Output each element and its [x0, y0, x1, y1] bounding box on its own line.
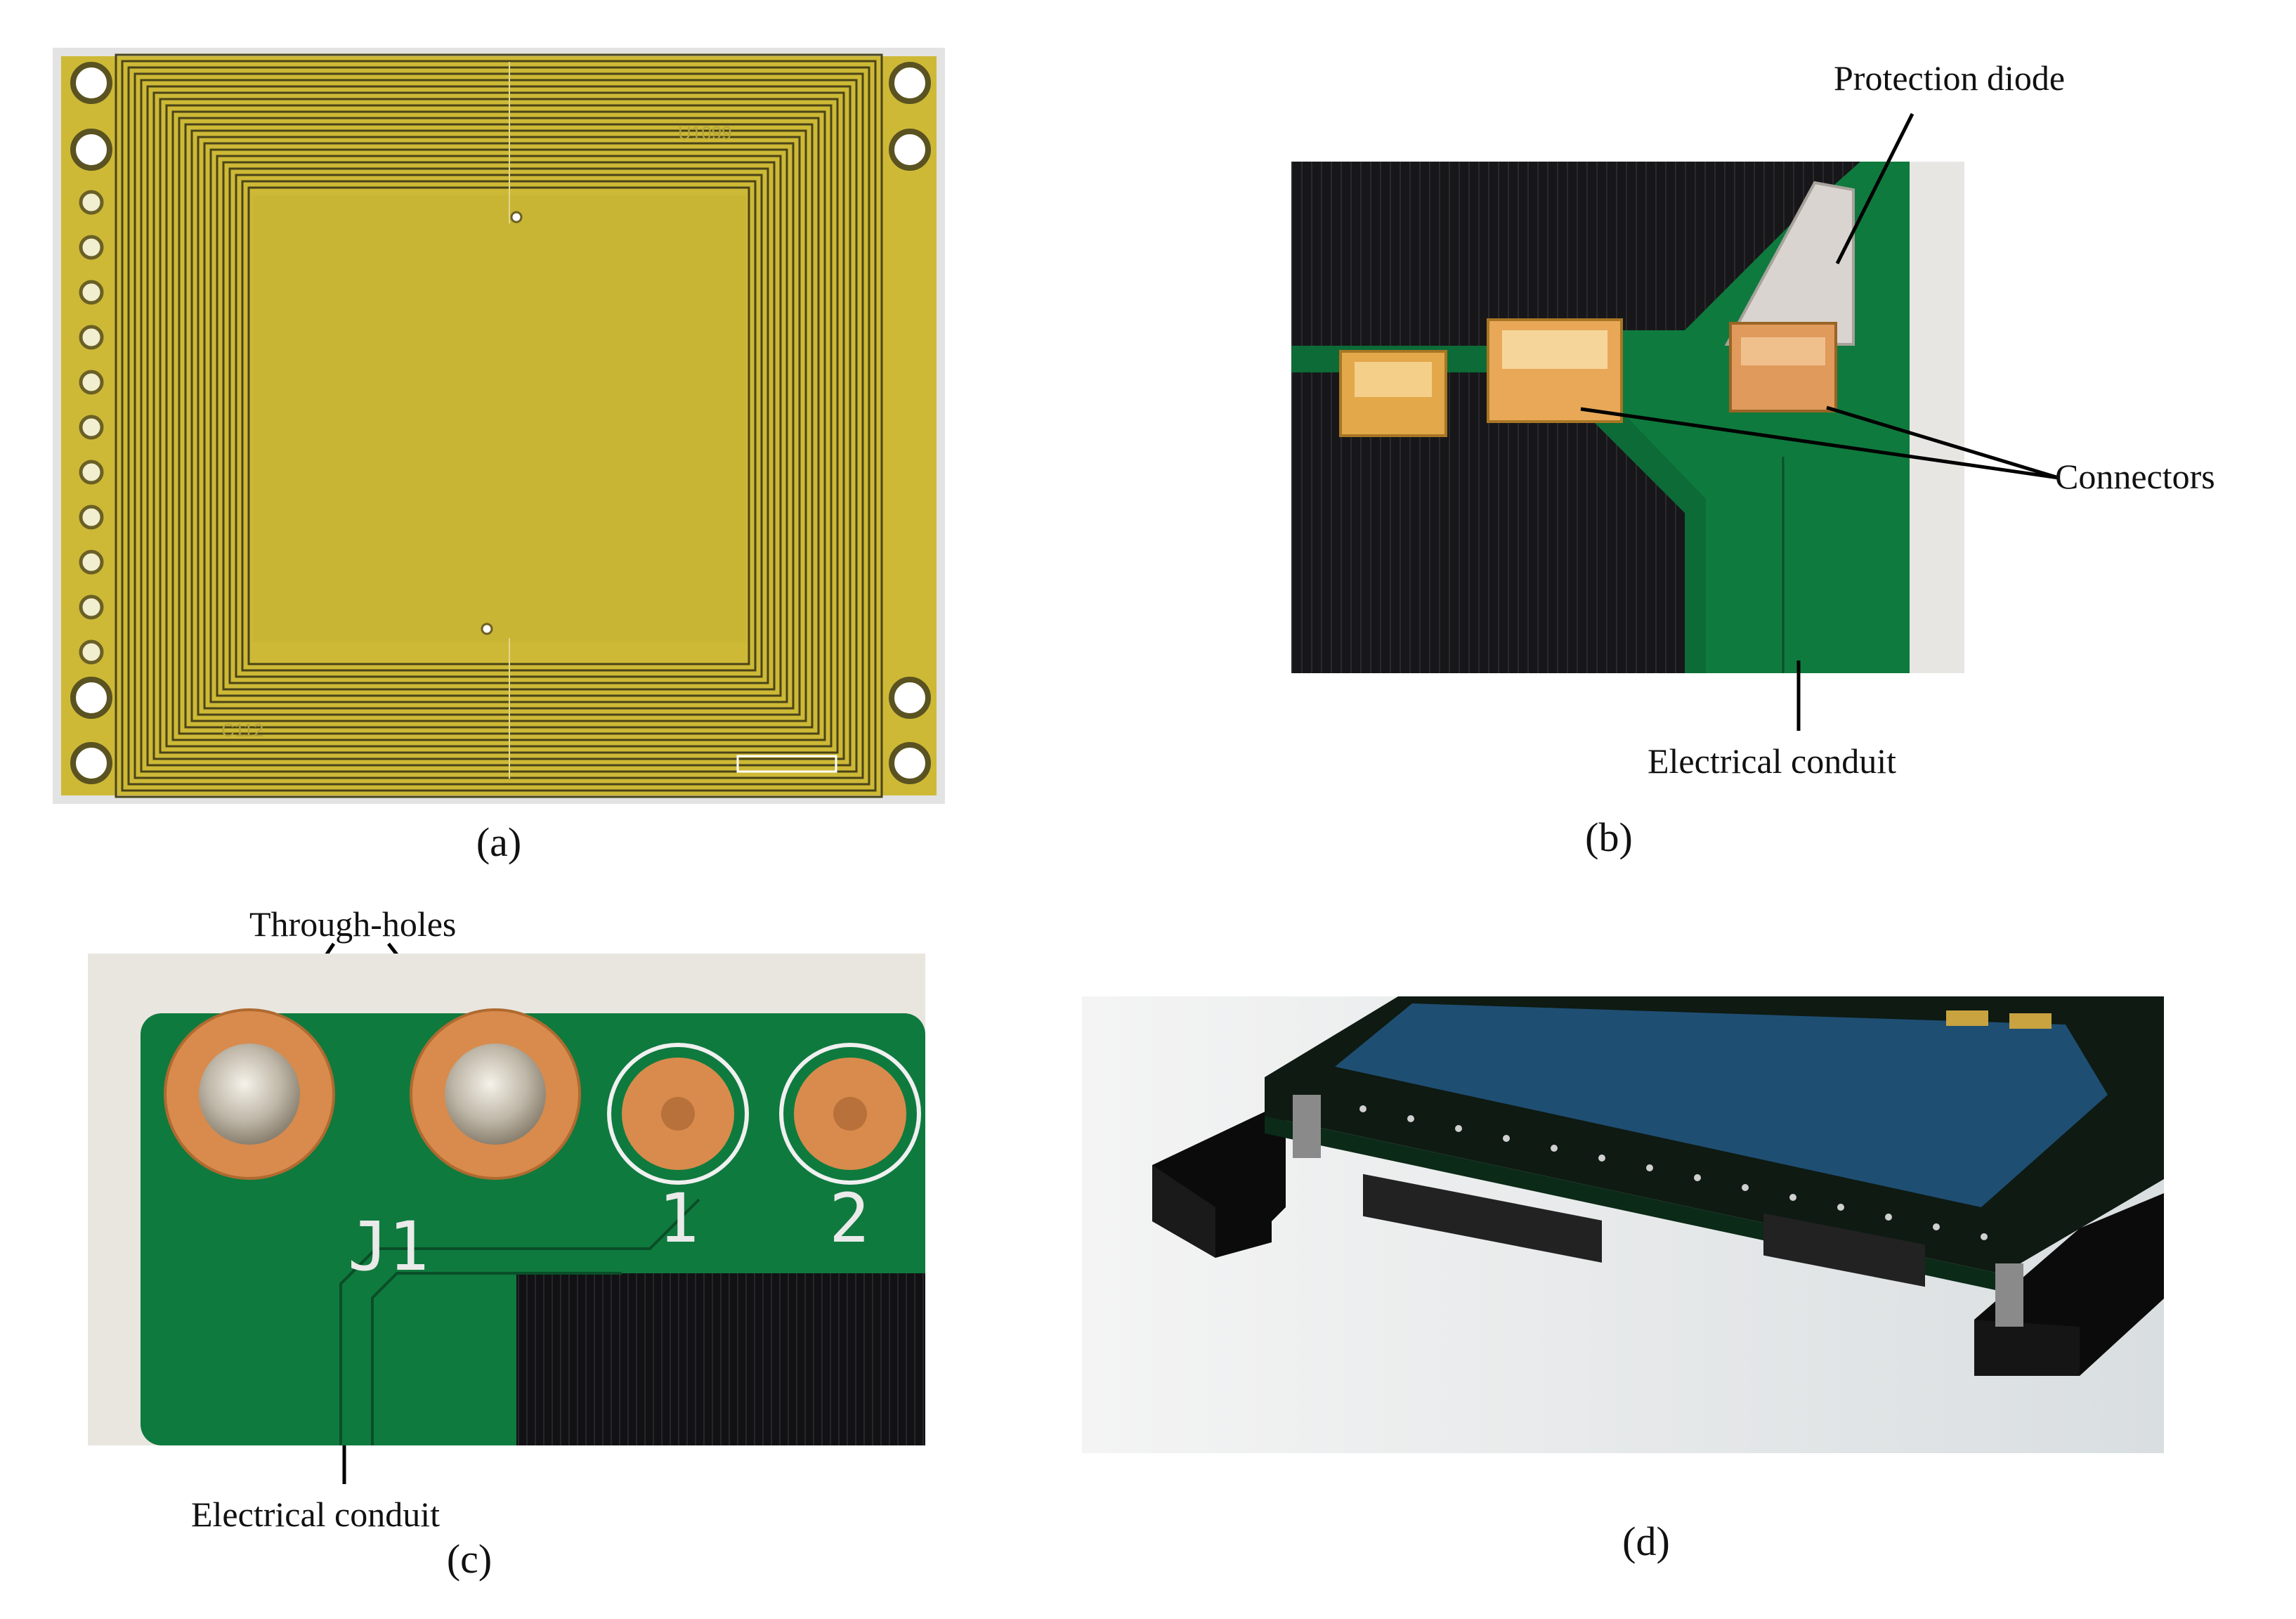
panel-b-connector-photo — [1291, 162, 1964, 673]
connector-photo-image — [1291, 162, 1964, 673]
silkscreen-u1099: U1099 — [678, 122, 732, 143]
silkscreen-pin-2: 2 — [829, 1179, 870, 1258]
caption-a: (a) — [476, 819, 522, 865]
silkscreen-c112: C112 — [221, 720, 263, 741]
connector-pads — [1339, 318, 1837, 437]
label-connectors: Connectors — [2055, 457, 2215, 496]
cad-render-image — [1082, 996, 2164, 1453]
caption-b: (b) — [1585, 814, 1633, 860]
pcb-coil-image: U1099 C112 — [53, 48, 945, 804]
caption-c: (c) — [446, 1536, 493, 1582]
silkscreen-j1: J1 — [348, 1207, 429, 1286]
panel-a-pcb-coil-render: U1099 C112 — [53, 48, 945, 804]
silkscreen-pin-1: 1 — [658, 1179, 699, 1258]
caption-d: (d) — [1622, 1519, 1670, 1564]
panel-c-through-holes-photo: J1 1 2 — [88, 954, 925, 1445]
label-through-holes: Through-holes — [249, 904, 457, 944]
through-holes-photo-image: J1 1 2 — [88, 954, 925, 1445]
panel-d-cad-render — [1082, 996, 2164, 1453]
label-electrical-conduit-b: Electrical conduit — [1648, 741, 1897, 781]
label-electrical-conduit-c: Electrical conduit — [191, 1495, 441, 1534]
label-protection-diode: Protection diode — [1834, 58, 2066, 98]
